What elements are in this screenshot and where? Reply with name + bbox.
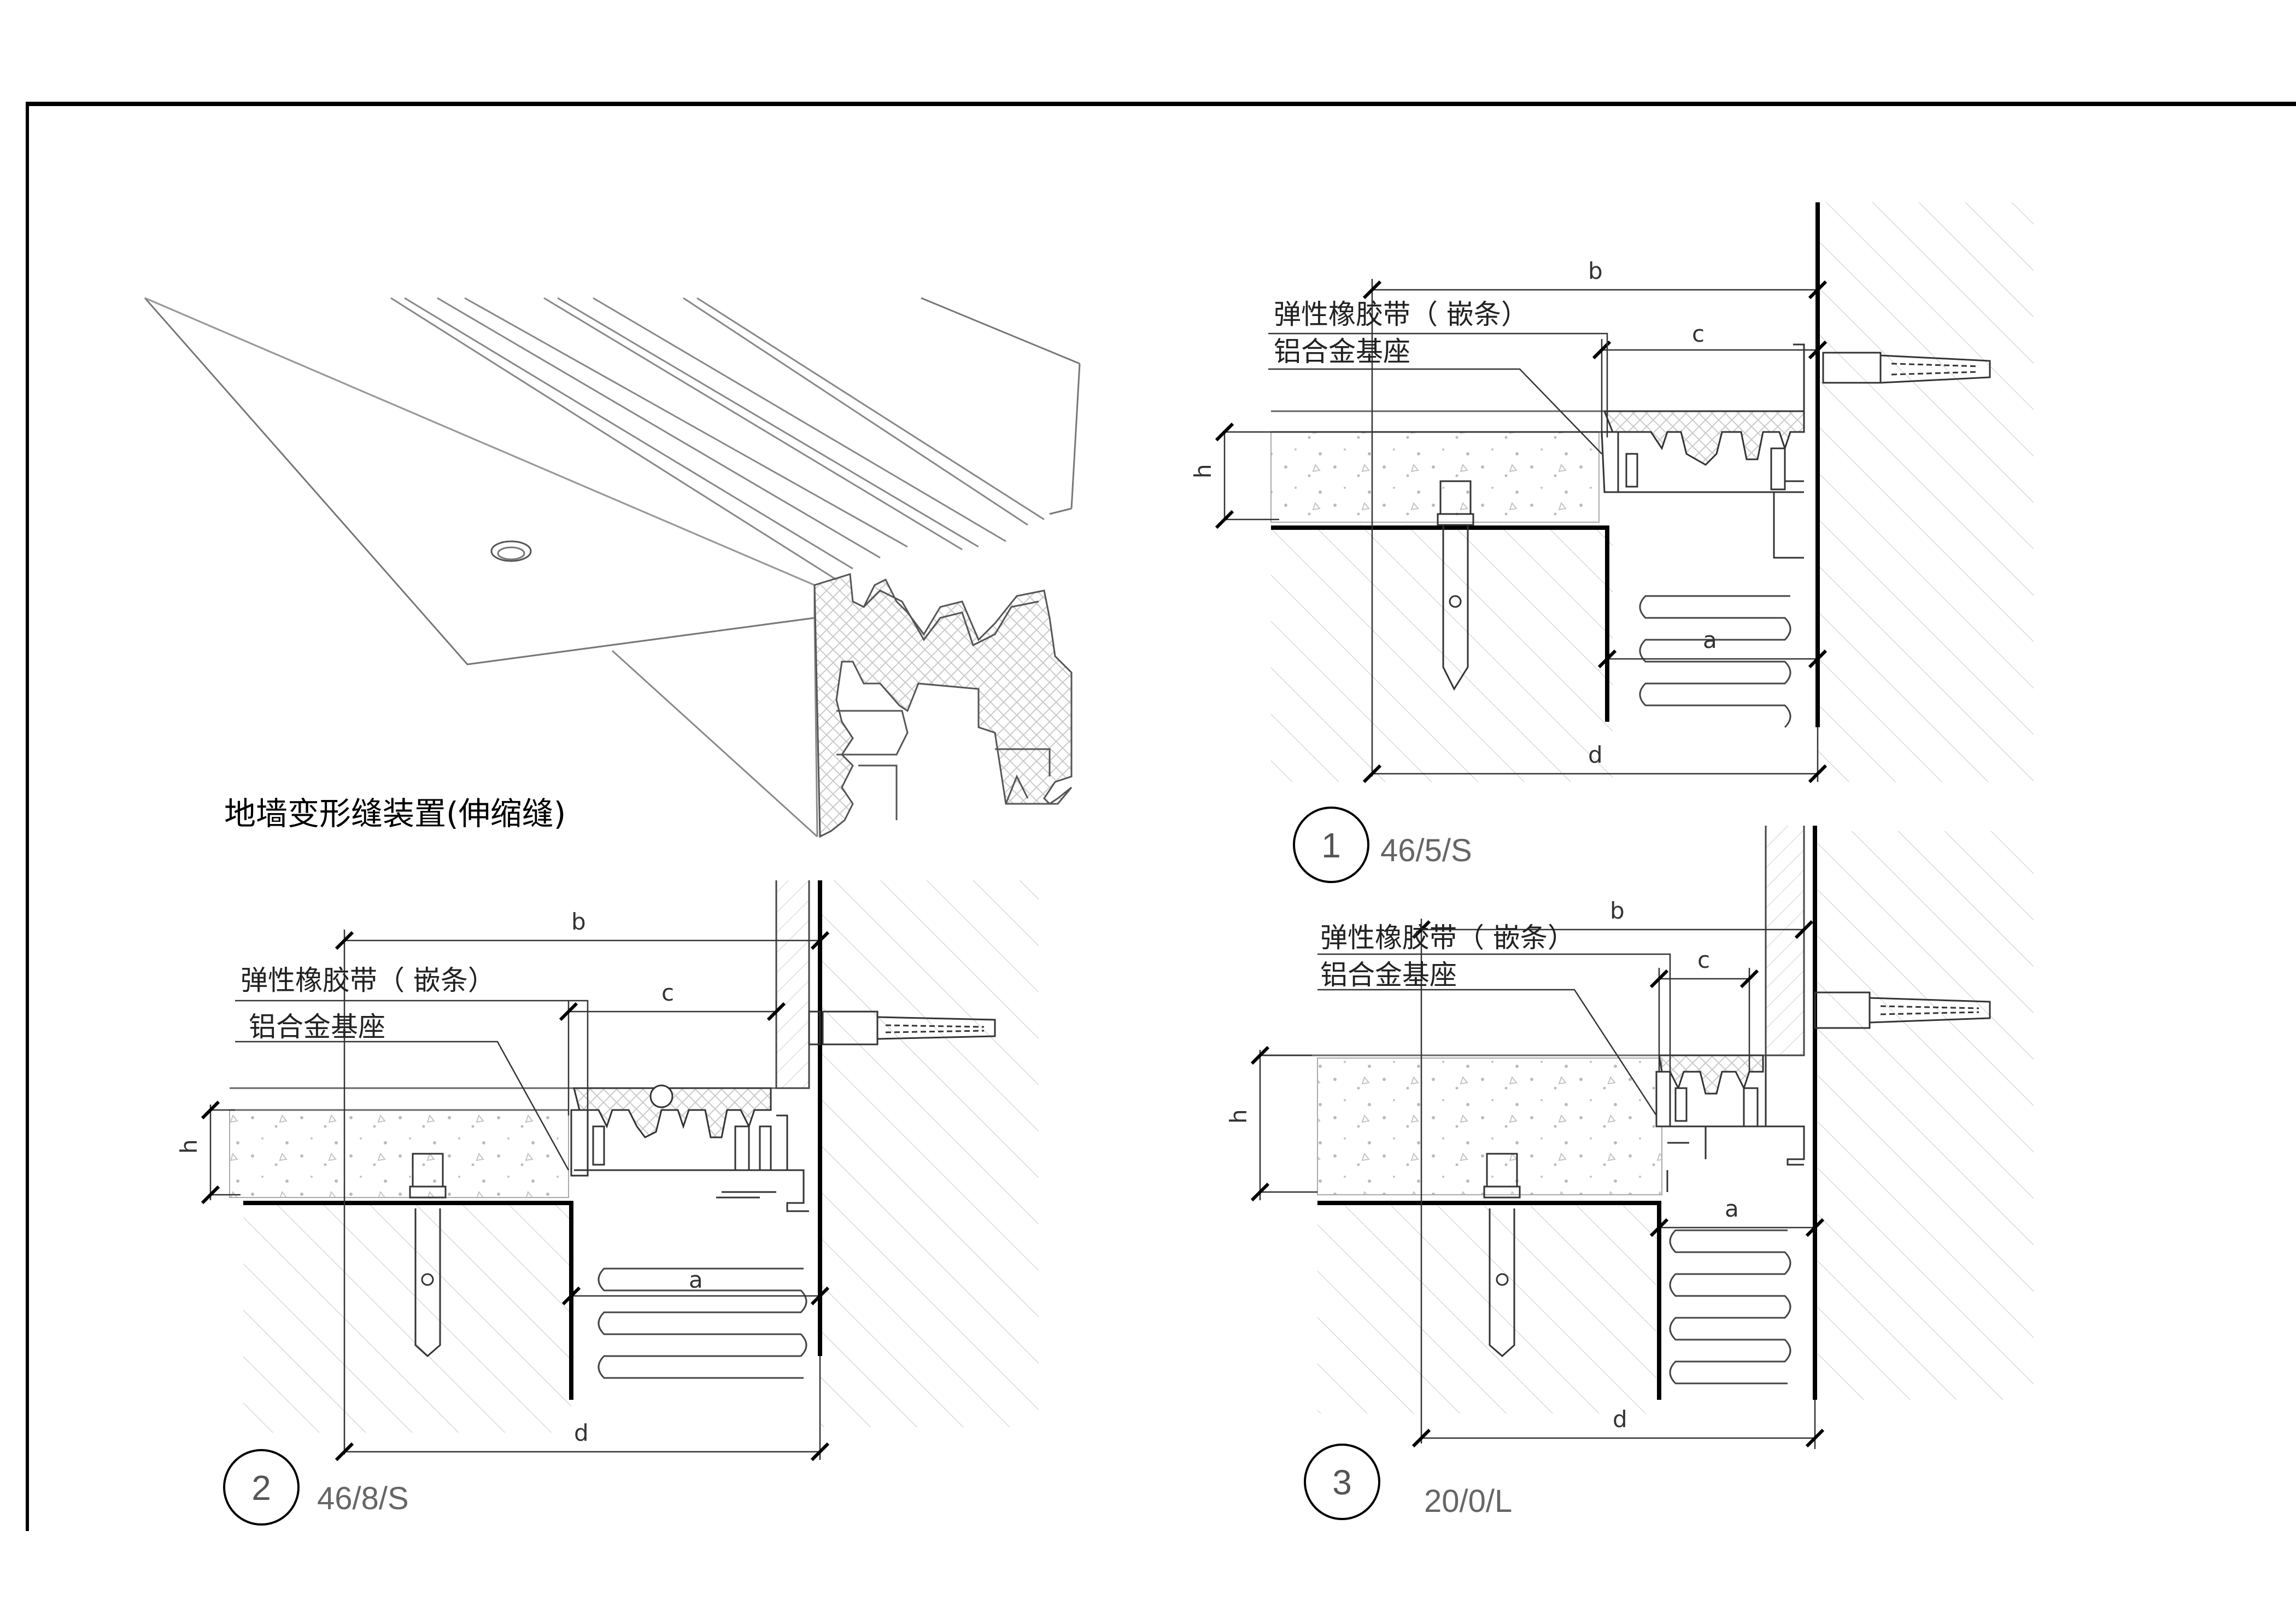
profile [1601,343,1805,559]
profile [1655,1054,1805,1192]
floor-bolt [1483,1153,1521,1358]
dimensions [1250,919,1825,1449]
main-title: 地墙变形缝装置(伸缩缝) [224,795,566,832]
detail-number: 2 [251,1468,271,1508]
detail-number: 1 [1321,826,1341,865]
screed [1317,1058,1662,1195]
detail-code: 46/5/S [1380,833,1472,868]
floor-hatch [1271,525,1613,782]
wall-hatch [1818,831,2034,1400]
screed [1270,431,1600,523]
sheet-border [26,102,2296,1531]
dim-c: c [1692,320,1705,347]
dim-d: d [1588,741,1603,768]
dim-a: a [1725,1195,1739,1222]
profile [570,1084,809,1212]
dim-d: d [1613,1406,1627,1433]
dim-a: a [689,1266,703,1293]
floor-bolt [409,1153,447,1358]
filler [1669,1229,1791,1385]
dim-a: a [1703,627,1717,653]
dimensions [201,930,830,1462]
detail-marker [1293,807,1369,883]
dim-b: b [1610,897,1625,924]
wall-anchor [808,1010,996,1045]
detail-code: 46/8/S [317,1481,409,1516]
label-base: 铝合金基座 [249,1011,385,1043]
dim-b: b [571,908,586,935]
detail-number: 3 [1332,1463,1352,1502]
wall-anchor [1814,991,1991,1029]
dim-h: h [1190,464,1216,478]
detail-1: b c a d h 弹性橡胶带（ 嵌条） 铝合金基座 1 46/5/S [1190,202,2034,883]
iso-profile-section [813,573,1073,838]
floor-hatch [1317,1206,1656,1413]
dim-d: d [574,1419,589,1446]
label-base: 铝合金基座 [1274,336,1410,367]
wall-hatch [820,880,1039,1427]
dimensions [1215,279,1828,784]
screed [229,1109,569,1198]
dim-b: b [1588,258,1603,284]
label-rubber: 弹性橡胶带（ 嵌条） [1320,922,1575,954]
label-base: 铝合金基座 [1320,959,1457,991]
floor-hatch [243,1203,571,1433]
dim-h: h [1225,1109,1252,1124]
dim-h: h [175,1139,202,1154]
detail-code: 20/0/L [1424,1483,1512,1519]
detail-marker [1304,1444,1380,1520]
dim-c: c [1697,947,1710,973]
wall-anchor [1822,352,1991,384]
dim-c: c [661,979,674,1006]
isometric-view [144,297,1081,838]
label-rubber: 弹性橡胶带（ 嵌条） [241,965,495,996]
wall-hatch [1818,202,2034,782]
filler [1639,595,1791,728]
floor-bolt [1437,480,1474,691]
filler [598,1267,807,1379]
detail-marker [223,1449,300,1526]
detail-2: b c a d h 弹性橡胶带（ 嵌条） 铝合金基座 2 46/8/S [175,880,1039,1526]
detail-3: b c a d h 弹性橡胶带（ 嵌条） 铝合金基座 3 20/0/L [1225,826,2034,1520]
label-rubber: 弹性橡胶带（ 嵌条） [1274,299,1528,330]
